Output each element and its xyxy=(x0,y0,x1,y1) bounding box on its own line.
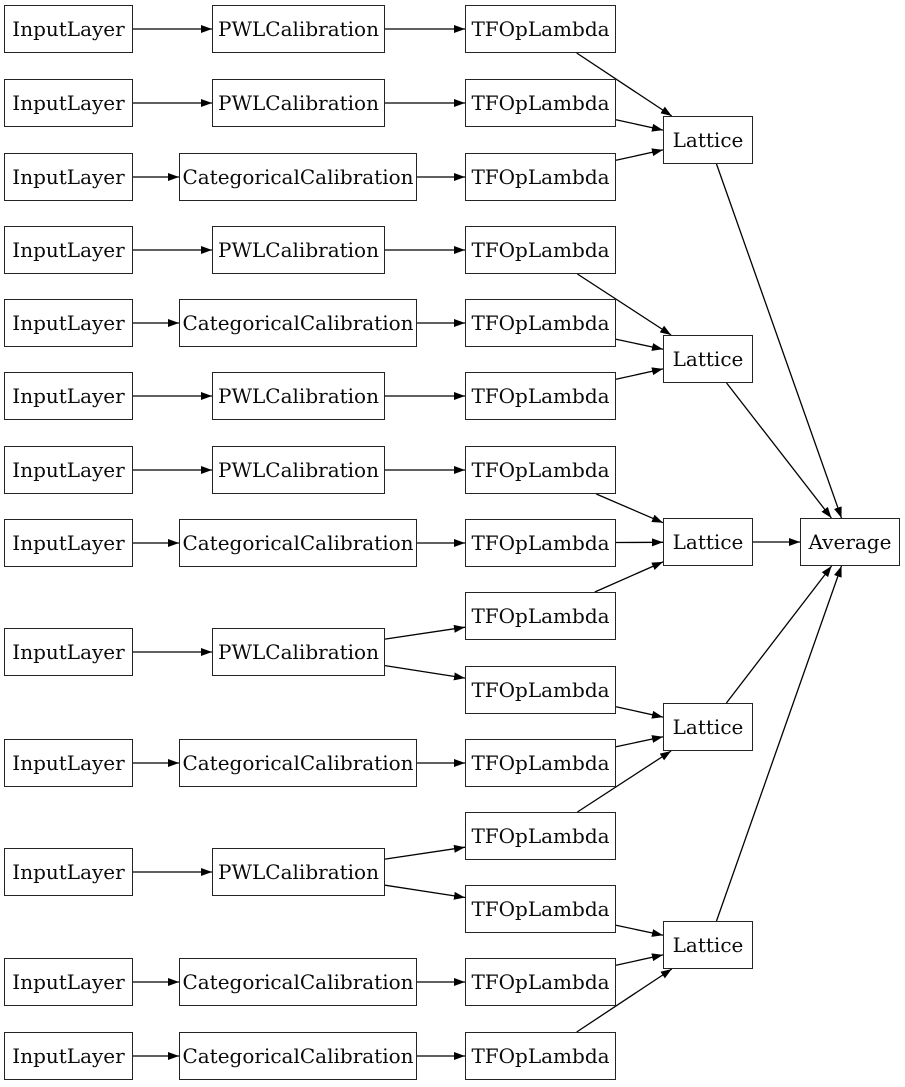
node-tfoplambda-tfl4: TFOpLambda xyxy=(465,226,616,274)
edge-tfl5-lat2 xyxy=(615,338,664,351)
node-pwlcalibration-pwl4: PWLCalibration xyxy=(212,226,385,274)
node-lattice-lat2: Lattice xyxy=(663,335,753,383)
node-tfoplambda-tfl1: TFOpLambda xyxy=(465,5,616,53)
edge-pwl9-tfl9 xyxy=(384,624,466,640)
node-lattice-lat4: Lattice xyxy=(663,703,753,751)
node-tfoplambda-tfl9: TFOpLambda xyxy=(465,592,616,640)
edge-tfl9-lat3 xyxy=(594,561,664,593)
edge-tfl10-lat4 xyxy=(615,706,664,719)
edge-pwl9-tfl10 xyxy=(384,664,466,681)
edge-tfl7-lat3 xyxy=(596,493,664,524)
node-pwlcalibration-pwl12: PWLCalibration xyxy=(212,848,385,896)
edge-tfl3-lat1 xyxy=(615,148,664,161)
node-tfoplambda-tfl12: TFOpLambda xyxy=(465,812,616,860)
edge-tfl14-lat5 xyxy=(615,953,664,966)
node-inputlayer-il11: InputLayer xyxy=(4,739,133,787)
node-inputlayer-il9: InputLayer xyxy=(4,628,133,676)
node-lattice-lat1: Lattice xyxy=(663,116,753,164)
node-inputlayer-il14: InputLayer xyxy=(4,958,133,1006)
edge-tfl6-lat2 xyxy=(615,367,664,380)
node-tfoplambda-tfl6: TFOpLambda xyxy=(465,372,616,420)
edge-tfl13-lat5 xyxy=(615,924,664,937)
node-pwlcalibration-pwl9: PWLCalibration xyxy=(212,628,385,676)
node-average-avg: Average xyxy=(800,518,900,566)
node-inputlayer-il4: InputLayer xyxy=(4,226,133,274)
node-lattice-lat3: Lattice xyxy=(663,518,753,566)
node-lattice-lat5: Lattice xyxy=(663,921,753,969)
edge-tfl11-lat4 xyxy=(615,735,664,748)
edge-lat1-avg xyxy=(715,163,843,519)
node-inputlayer-il2: InputLayer xyxy=(4,79,133,127)
node-pwlcalibration-pwl2: PWLCalibration xyxy=(212,79,385,127)
node-categoricalcalibration-cat15: CategoricalCalibration xyxy=(179,1032,417,1080)
node-inputlayer-il3: InputLayer xyxy=(4,153,133,201)
edge-pwl12-tfl12 xyxy=(384,844,466,860)
node-tfoplambda-tfl11: TFOpLambda xyxy=(465,739,616,787)
node-inputlayer-il12: InputLayer xyxy=(4,848,133,896)
edge-tfl1-lat1 xyxy=(576,52,673,117)
node-inputlayer-il1: InputLayer xyxy=(4,5,133,53)
node-tfoplambda-tfl5: TFOpLambda xyxy=(465,299,616,347)
node-inputlayer-il6: InputLayer xyxy=(4,372,133,420)
node-inputlayer-il8: InputLayer xyxy=(4,519,133,567)
node-tfoplambda-tfl10: TFOpLambda xyxy=(465,666,616,714)
edge-pwl12-tfl13 xyxy=(384,884,466,900)
node-tfoplambda-tfl14: TFOpLambda xyxy=(465,958,616,1006)
edge-lat5-avg xyxy=(715,565,843,922)
node-pwlcalibration-pwl1: PWLCalibration xyxy=(212,5,385,53)
edge-lat2-avg xyxy=(726,382,832,519)
node-inputlayer-il5: InputLayer xyxy=(4,299,133,347)
edge-tfl12-lat4 xyxy=(577,750,672,813)
node-tfoplambda-tfl2: TFOpLambda xyxy=(465,79,616,127)
node-categoricalcalibration-cat3: CategoricalCalibration xyxy=(179,153,417,201)
edge-tfl2-lat1 xyxy=(615,119,664,132)
edge-tfl4-lat2 xyxy=(577,273,672,336)
edge-tfl15-lat5 xyxy=(576,968,673,1033)
node-tfoplambda-tfl8: TFOpLambda xyxy=(465,519,616,567)
edge-lat4-avg xyxy=(725,565,833,704)
node-categoricalcalibration-cat14: CategoricalCalibration xyxy=(179,958,417,1006)
node-inputlayer-il7: InputLayer xyxy=(4,446,133,494)
node-categoricalcalibration-cat5: CategoricalCalibration xyxy=(179,299,417,347)
node-pwlcalibration-pwl7: PWLCalibration xyxy=(212,446,385,494)
node-tfoplambda-tfl15: TFOpLambda xyxy=(465,1032,616,1080)
node-categoricalcalibration-cat8: CategoricalCalibration xyxy=(179,519,417,567)
node-tfoplambda-tfl3: TFOpLambda xyxy=(465,153,616,201)
node-tfoplambda-tfl7: TFOpLambda xyxy=(465,446,616,494)
node-categoricalcalibration-cat11: CategoricalCalibration xyxy=(179,739,417,787)
node-inputlayer-il15: InputLayer xyxy=(4,1032,133,1080)
node-tfoplambda-tfl13: TFOpLambda xyxy=(465,885,616,933)
node-pwlcalibration-pwl6: PWLCalibration xyxy=(212,372,385,420)
